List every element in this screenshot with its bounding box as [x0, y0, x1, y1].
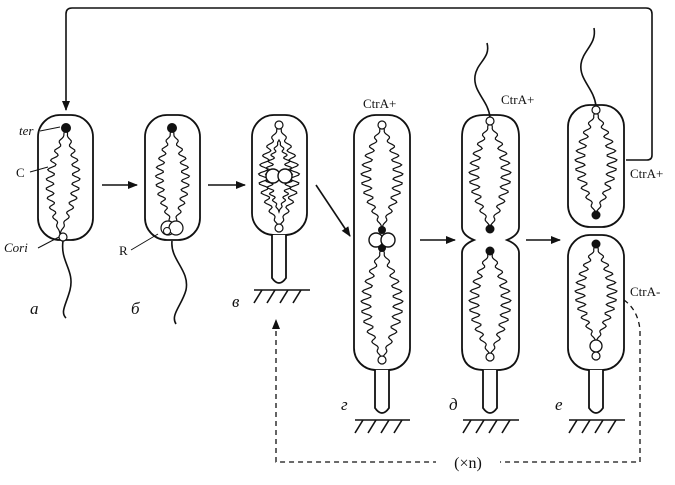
chromosome-label: C [16, 165, 25, 180]
flagellum-a [61, 240, 72, 319]
arrow-return-swarmer [62, 7, 653, 161]
substrate-e [568, 419, 625, 434]
cell-v [251, 114, 310, 304]
replisome-label: R [119, 243, 128, 258]
cell-a [37, 114, 94, 319]
stage-arrows [62, 7, 653, 463]
cell-b [144, 114, 201, 325]
repeat-label: (×n) [454, 455, 482, 472]
stage-label-b: б [131, 299, 140, 318]
arrow-repeat-stalked [272, 299, 641, 463]
c-leader [29, 166, 49, 173]
substrate-d [462, 419, 519, 434]
cori-leader [37, 236, 60, 249]
cell-g [353, 114, 411, 434]
flagellum-e [580, 27, 597, 107]
ctra-plus-label-g: CtrA+ [363, 96, 396, 111]
ctra-plus-label-d: CtrA+ [501, 92, 534, 107]
stage-label-v: в [232, 292, 240, 311]
cell-e-bottom [567, 234, 625, 434]
stalk-d [482, 370, 498, 414]
cell-d [461, 42, 520, 434]
flagellum-b [171, 240, 188, 325]
origin-marker [58, 232, 68, 242]
r-leader [130, 233, 159, 251]
ter-leader [39, 126, 61, 132]
stalk-v [271, 235, 287, 284]
arrow-v-g [315, 184, 351, 237]
stage-label-e: е [555, 395, 563, 414]
stalk-e [588, 370, 604, 414]
repeat-label-bg [436, 451, 500, 473]
stage-label-d: д [449, 395, 458, 414]
ctra-minus-label-e: CtrA- [630, 284, 660, 299]
stalk-g [374, 370, 390, 414]
substrate-v [253, 289, 310, 304]
stage-label-a: а [30, 299, 39, 318]
cell-e-top [567, 27, 625, 228]
chromosome-loop [264, 138, 294, 214]
ctra-plus-label-e: CtrA+ [630, 166, 663, 181]
cori-label: Cori [4, 240, 28, 255]
stage-label-g: г [341, 395, 348, 414]
ter-label: ter [19, 123, 34, 138]
flagellum-d [474, 42, 491, 118]
ter-marker [61, 123, 71, 133]
substrate-g [354, 419, 410, 434]
